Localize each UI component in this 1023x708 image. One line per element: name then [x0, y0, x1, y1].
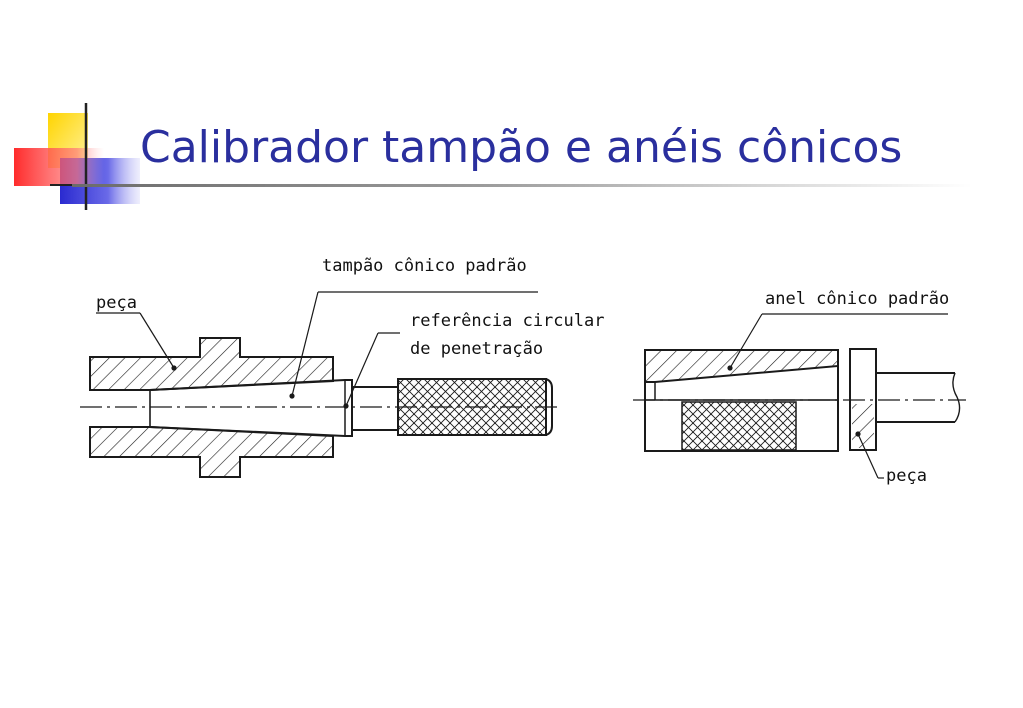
right-assembly [633, 348, 966, 452]
left-part-upper-section [89, 337, 334, 391]
label-peca-left: peça [96, 293, 137, 313]
slide-title: Calibrador tampão e anéis cônicos [140, 122, 903, 173]
ring-upper-section [644, 349, 839, 383]
label-peca-right: peça [886, 466, 927, 486]
label-anel-conico: anel cônico padrão [765, 289, 949, 309]
label-tampao-conico: tampão cônico padrão [322, 256, 527, 276]
tapered-plug-body [149, 379, 353, 437]
right-leaders [727, 313, 948, 479]
left-leaders [96, 291, 538, 409]
right-shaft [876, 372, 955, 423]
plug-shaft [352, 386, 398, 431]
title-underline [72, 184, 972, 187]
left-assembly [80, 337, 562, 478]
label-referencia-line2: de penetração [410, 339, 543, 359]
ring-knurl [681, 401, 797, 451]
slide-logo-icon [14, 103, 140, 210]
label-referencia-line1: referência circular [410, 311, 604, 331]
